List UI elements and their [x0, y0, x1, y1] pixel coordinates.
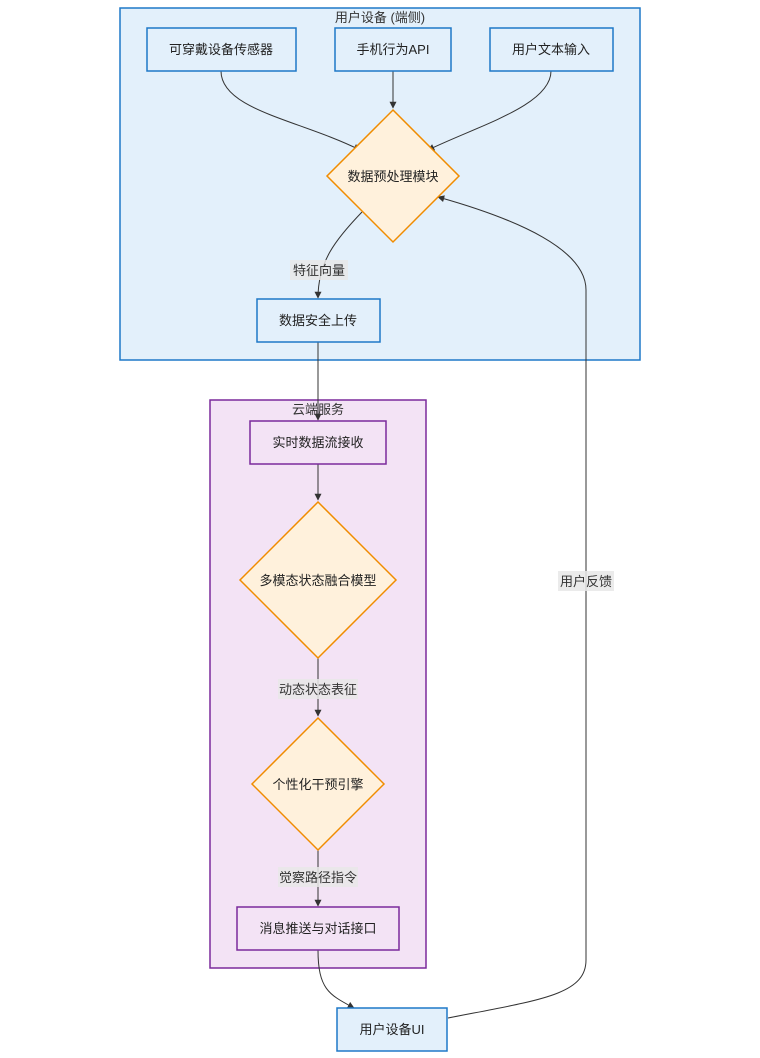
edge-preprocess-to-upload	[314, 211, 363, 299]
edge-text-to-preprocess	[427, 70, 552, 151]
node-preprocess: 数据预处理模块	[325, 108, 461, 244]
cluster-user-device-title: 用户设备 (端侧)	[335, 10, 425, 25]
node-secure-upload: 数据安全上传	[256, 298, 381, 343]
edge-push-to-ui	[317, 949, 355, 1009]
edge-label-dynamic-state: 动态状态表征	[279, 682, 357, 697]
edge-wearable-to-preprocess	[220, 70, 361, 151]
node-phone-api-label: 手机行为API	[357, 42, 430, 57]
edges	[220, 70, 587, 1019]
node-preprocess-label: 数据预处理模块	[347, 169, 438, 184]
edge-ui-feedback-to-preprocess	[437, 195, 587, 1019]
node-intervention-engine: 个性化干预引擎	[250, 716, 386, 852]
node-secure-upload-label: 数据安全上传	[279, 313, 357, 328]
node-wearable: 可穿戴设备传感器	[146, 27, 297, 72]
node-fusion-model-label: 多模态状态融合模型	[259, 573, 376, 588]
edge-labels: 特征向量 动态状态表征 觉察路径指令 用户反馈	[278, 260, 614, 887]
node-wearable-label: 可穿戴设备传感器	[169, 42, 273, 57]
node-intervention-engine-label: 个性化干预引擎	[272, 777, 363, 792]
node-text-input-label: 用户文本输入	[512, 42, 590, 57]
node-push-interface: 消息推送与对话接口	[236, 906, 400, 951]
node-stream-receive-label: 实时数据流接收	[272, 435, 363, 450]
edge-label-awareness-path: 觉察路径指令	[279, 870, 357, 885]
edge-label-user-feedback: 用户反馈	[560, 574, 612, 589]
node-device-ui-label: 用户设备UI	[359, 1022, 424, 1037]
node-phone-api: 手机行为API	[334, 27, 452, 72]
node-push-interface-label: 消息推送与对话接口	[259, 921, 376, 936]
edge-label-feature-vector: 特征向量	[293, 263, 345, 278]
node-device-ui: 用户设备UI	[336, 1007, 448, 1052]
node-fusion-model: 多模态状态融合模型	[238, 500, 398, 660]
node-text-input: 用户文本输入	[489, 27, 614, 72]
node-stream-receive: 实时数据流接收	[249, 420, 387, 465]
